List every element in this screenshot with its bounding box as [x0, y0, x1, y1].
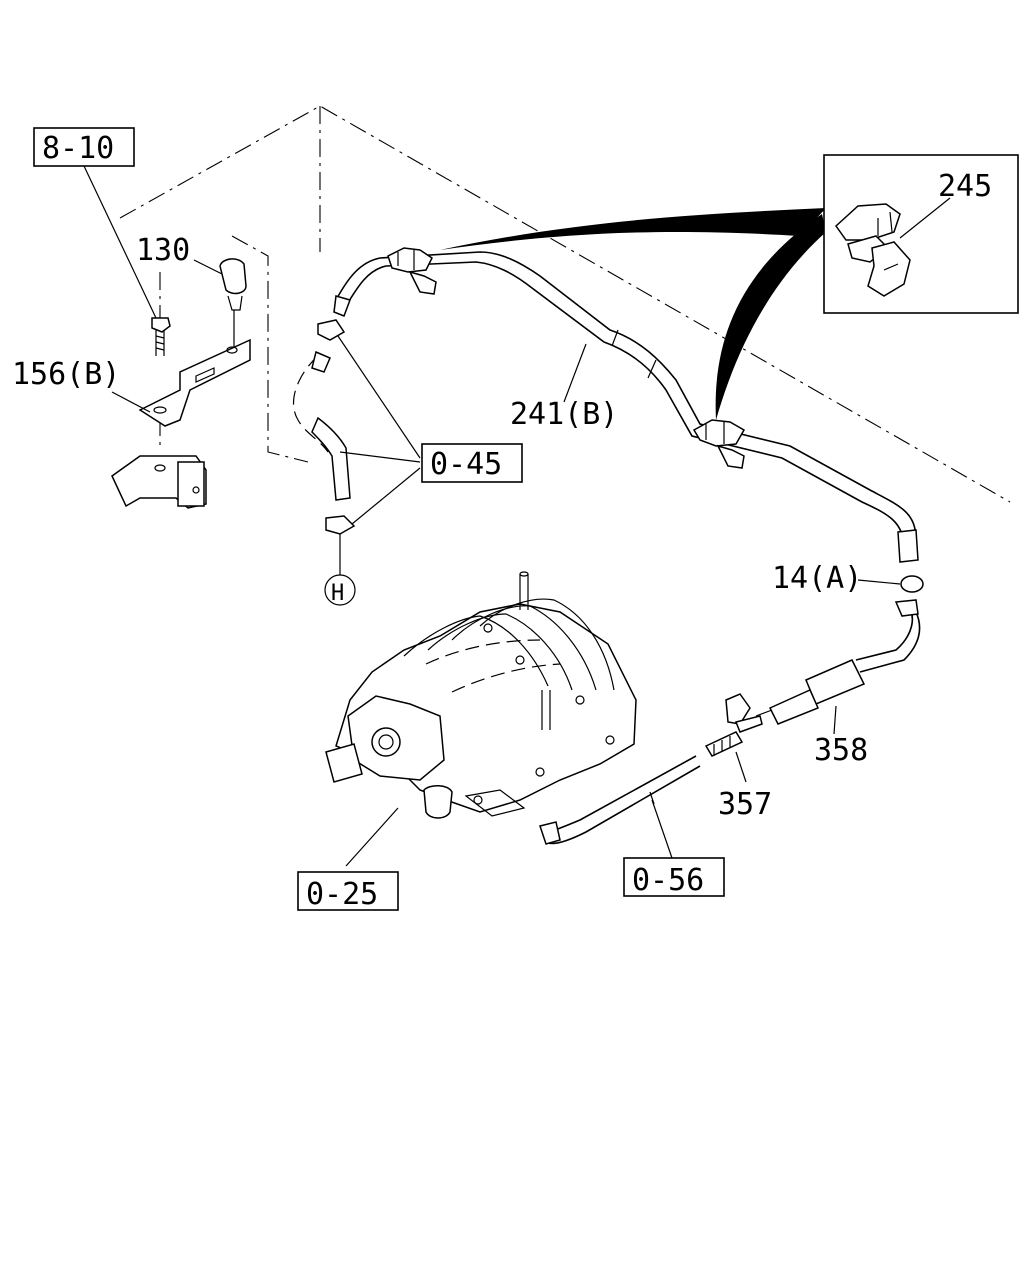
intake-manifold: [325, 571, 637, 867]
detail-callout-wedges: [440, 208, 826, 420]
ref-0-25-box: [297, 871, 399, 911]
labels: 8-10 130 156(B) 0-45 H 241(B) 245 14(A) …: [12, 127, 992, 912]
part-245-label: 245: [938, 169, 992, 204]
part-357-label: 357: [718, 787, 772, 822]
clip-245-upper: [387, 247, 437, 295]
hose-0-56: [539, 755, 701, 859]
part-358-label: 358: [814, 733, 868, 768]
ref-0-25-label[interactable]: 0-25: [306, 877, 378, 912]
detail-box-245: [823, 154, 1019, 314]
ref-h-label[interactable]: H: [331, 581, 344, 606]
clip-245-lower: [692, 419, 746, 469]
hose-358-assembly: [704, 575, 924, 783]
ref-0-56-label[interactable]: 0-56: [632, 863, 704, 898]
ref-8-10-box: [33, 127, 135, 167]
leader-lines: [83, 165, 587, 525]
pipe-241b: [333, 251, 919, 563]
part-241b-label: 241(B): [510, 397, 618, 432]
ref-0-45-box: [421, 443, 523, 483]
part-156b-label: 156(B): [12, 357, 120, 392]
ref-8-10-label[interactable]: 8-10: [42, 131, 114, 166]
bracket-assembly: [111, 258, 251, 509]
part-14a-label: 14(A): [772, 561, 862, 596]
hose-0-45: [293, 319, 356, 606]
part-130-label: 130: [136, 233, 190, 268]
reference-lines: [119, 105, 1011, 503]
ref-0-56-box: [623, 857, 725, 897]
ref-0-45-label[interactable]: 0-45: [430, 447, 502, 482]
